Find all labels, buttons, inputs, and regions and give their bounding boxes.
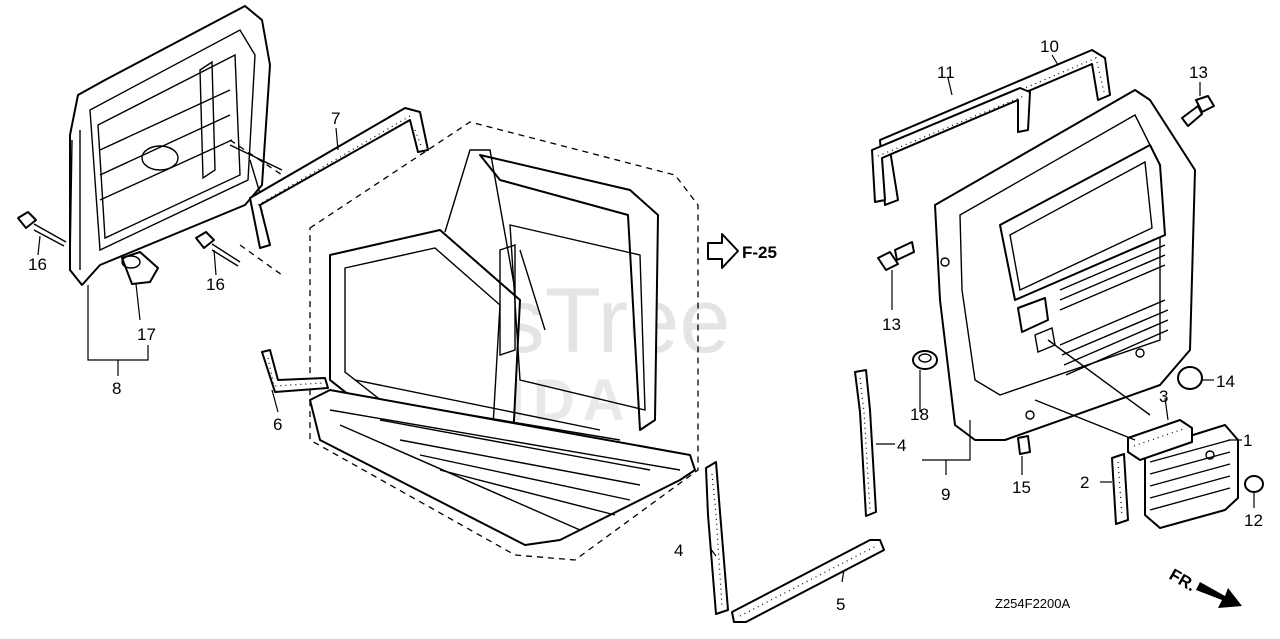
gasket-7 bbox=[249, 107, 429, 249]
callout-2: 2 bbox=[1080, 473, 1089, 492]
outline-arrow-right-icon bbox=[707, 233, 739, 269]
callout-17: 17 bbox=[137, 325, 156, 344]
side-cover-assembly bbox=[69, 5, 283, 286]
cap-14 bbox=[1177, 366, 1203, 390]
reference-f25: F-25 bbox=[707, 233, 777, 269]
callout-5: 5 bbox=[836, 595, 845, 614]
grommet-18 bbox=[912, 350, 938, 370]
seal-3 bbox=[1127, 419, 1193, 461]
screw-12 bbox=[1244, 475, 1264, 493]
gasket-6 bbox=[261, 349, 329, 393]
gasket-5 bbox=[731, 539, 885, 623]
callout-16-right: 16 bbox=[206, 275, 225, 294]
diagram-code: Z254F2200A bbox=[995, 596, 1070, 611]
front-direction: FR. bbox=[1166, 565, 1242, 608]
bolt-16-left bbox=[17, 211, 67, 247]
callout-16-left: 16 bbox=[28, 255, 47, 274]
bolt-13-top bbox=[1181, 95, 1215, 127]
callout-12: 12 bbox=[1244, 511, 1263, 530]
front-cover bbox=[934, 89, 1196, 441]
gasket-4-lower bbox=[705, 461, 729, 615]
callout-4-lower: 4 bbox=[674, 541, 683, 560]
callout-labels: 1 2 3 4 4 5 6 7 8 9 10 11 12 13 13 14 15… bbox=[28, 37, 1263, 614]
callout-14: 14 bbox=[1216, 372, 1235, 391]
callout-8: 8 bbox=[112, 379, 121, 398]
callout-4-upper: 4 bbox=[897, 436, 906, 455]
clip-15 bbox=[1017, 435, 1031, 455]
callout-15: 15 bbox=[1012, 478, 1031, 497]
callout-10: 10 bbox=[1040, 37, 1059, 56]
callout-11: 11 bbox=[937, 63, 955, 82]
solid-arrow-icon bbox=[1196, 582, 1242, 608]
bolt-13-left bbox=[877, 241, 915, 271]
callout-13-top: 13 bbox=[1189, 63, 1208, 82]
callout-18: 18 bbox=[910, 405, 929, 424]
callout-1: 1 bbox=[1243, 431, 1252, 450]
callout-3: 3 bbox=[1159, 387, 1168, 406]
front-label: FR. bbox=[1166, 565, 1199, 595]
callout-7: 7 bbox=[331, 109, 340, 128]
leader-lines bbox=[37, 54, 1255, 583]
callout-13-left: 13 bbox=[882, 315, 901, 334]
reference-label: F-25 bbox=[742, 243, 777, 262]
seal-2 bbox=[1111, 453, 1129, 525]
gasket-11 bbox=[871, 87, 1031, 203]
main-frame bbox=[309, 149, 696, 546]
callout-6: 6 bbox=[273, 415, 282, 434]
bolt-16-right bbox=[195, 231, 241, 267]
frame-outline bbox=[309, 121, 699, 561]
collar-17 bbox=[121, 251, 159, 285]
callout-9: 9 bbox=[941, 485, 950, 504]
